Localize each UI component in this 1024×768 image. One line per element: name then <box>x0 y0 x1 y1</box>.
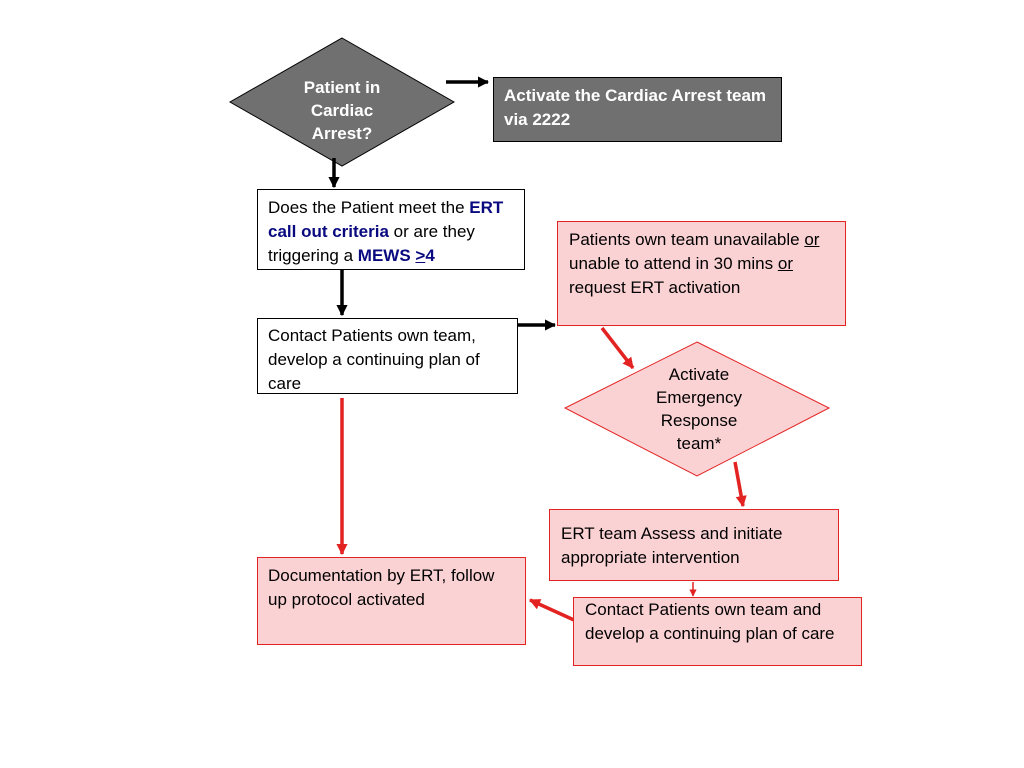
documentation-text: Documentation by ERT, follow up protocol… <box>268 566 495 609</box>
own-team-unavailable-box: Patients own team unavailable or unable … <box>557 221 846 326</box>
contact-own-team-continue-box: Contact Patients own team and develop a … <box>573 597 862 666</box>
cardiac-arrest-line-2: Cardiac <box>310 101 374 120</box>
documentation-box: Documentation by ERT, follow up protocol… <box>257 557 526 645</box>
cardiac-arrest-line-1: Patient in <box>303 78 381 97</box>
unavailable-text-2: unable to attend in 30 mins <box>569 254 778 273</box>
cardiac-arrest-question: Patient in Cardiac Arrest? <box>282 76 402 145</box>
activate-cardiac-team-box: Activate the Cardiac Arrest team via 222… <box>493 77 782 142</box>
mews-operator: > <box>415 246 426 265</box>
activate-ert-text: Activate Emergency Response team* <box>637 363 761 455</box>
ert-callout-criteria: ERT call out criteria <box>268 198 504 241</box>
activate-ert-diamond <box>563 341 831 477</box>
unavailable-or-2: or <box>777 254 793 273</box>
cardiac-arrest-line-3: Arrest? <box>311 124 373 143</box>
ert-assess-text: ERT team Assess and initiate appropriate… <box>561 524 783 567</box>
mews-label: MEWS <box>357 246 416 265</box>
activate-ert-line-3: Response <box>660 411 738 430</box>
contact-own-team-continue-text: Contact Patients own team and develop a … <box>585 600 835 643</box>
contact-own-team-text: Contact Patients own team, develop a con… <box>268 326 480 393</box>
ert-criteria-text-1: Does the Patient meet the <box>268 198 470 217</box>
unavailable-text-3: request ERT activation <box>569 278 741 297</box>
cardiac-arrest-diamond <box>228 37 456 167</box>
ert-criteria-text-2: or are they triggering a <box>268 222 475 265</box>
contact-own-team-box: Contact Patients own team, develop a con… <box>257 318 518 394</box>
arrow-unavailable-to-activate <box>600 326 635 370</box>
activate-ert-line-1: Activate <box>668 365 730 384</box>
unavailable-text-1: Patients own team unavailable <box>569 230 805 249</box>
unavailable-or-1: or <box>804 230 820 249</box>
ert-criteria-box: Does the Patient meet the ERT call out c… <box>257 189 525 270</box>
activate-cardiac-team-text: Activate the Cardiac Arrest team via 222… <box>504 86 767 129</box>
arrow-activate-to-assess <box>733 461 747 508</box>
mews-threshold: 4 <box>425 246 435 265</box>
arrow-continue-to-documentation <box>528 598 575 622</box>
ert-assess-box: ERT team Assess and initiate appropriate… <box>549 509 839 581</box>
activate-ert-line-4: team* <box>676 434 722 453</box>
activate-ert-line-2: Emergency <box>656 388 742 407</box>
